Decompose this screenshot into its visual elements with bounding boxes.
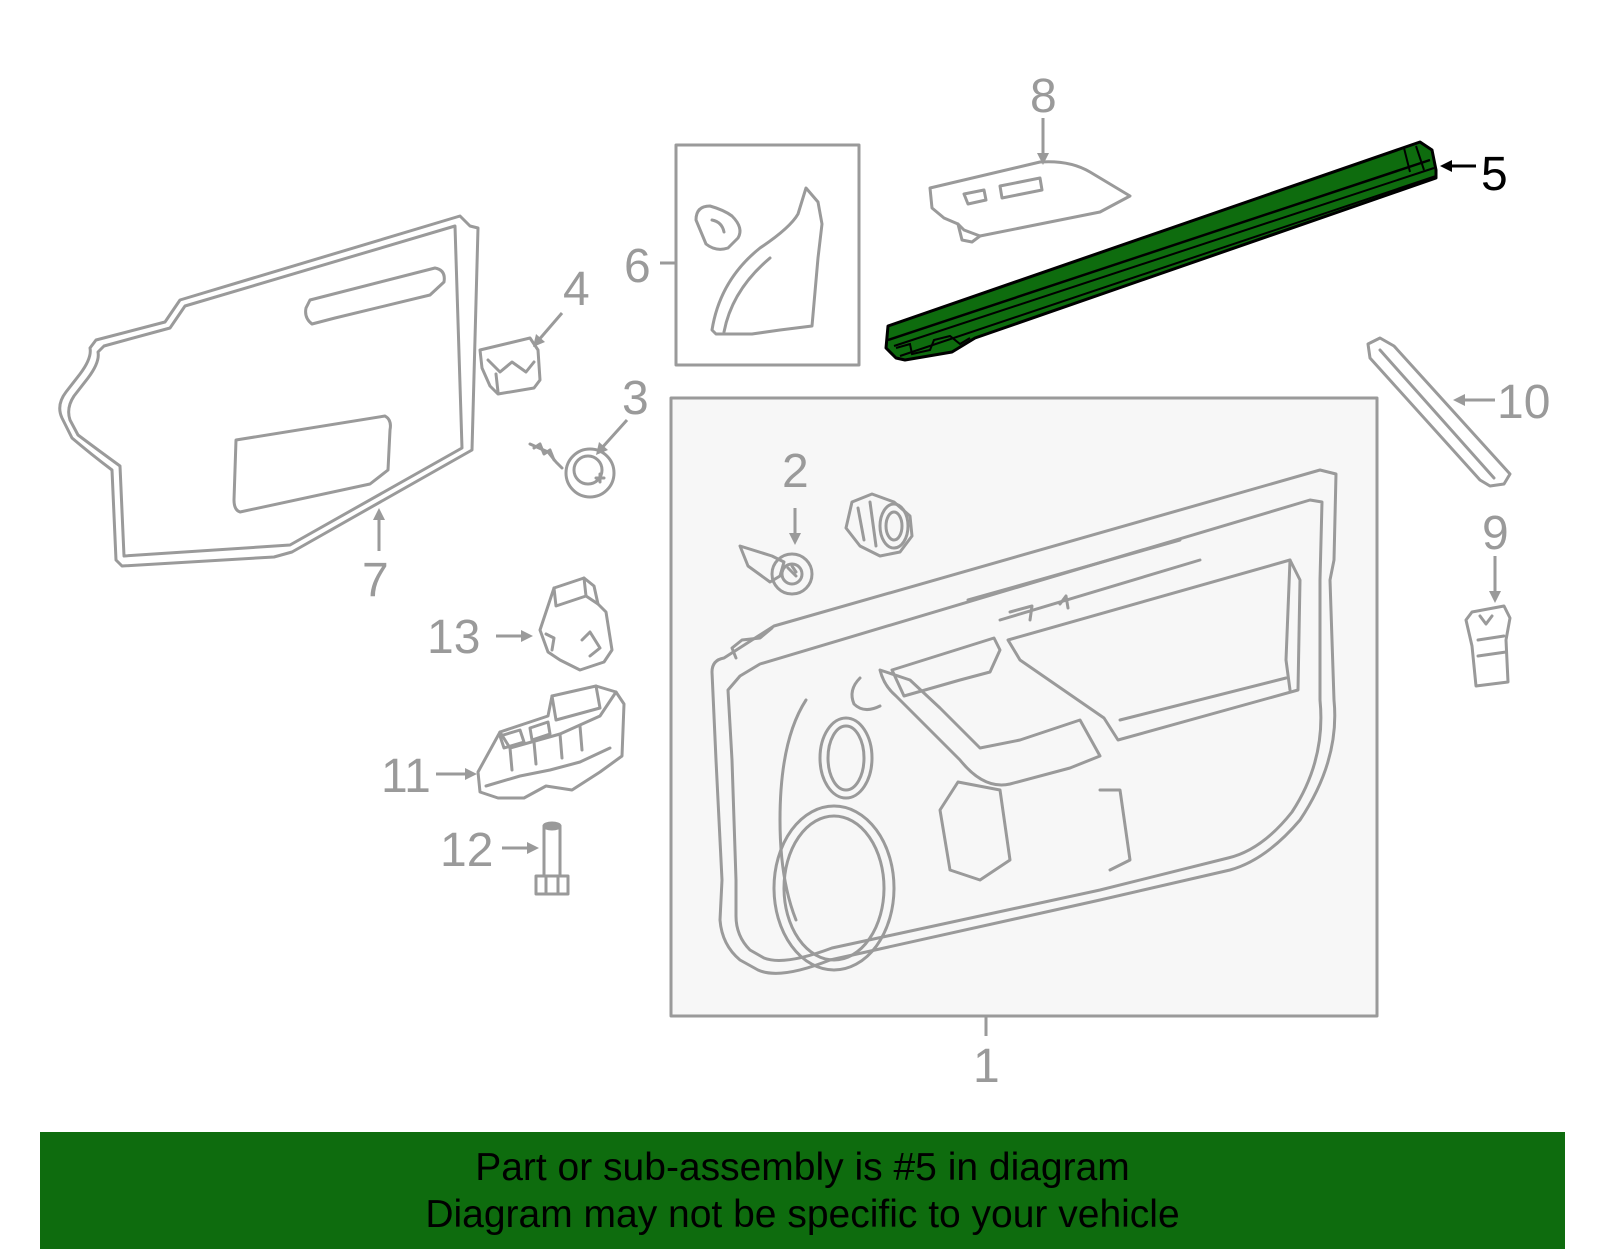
callout-1: 1	[973, 1040, 1000, 1093]
callout-7: 7	[362, 554, 389, 607]
callout-2: 2	[782, 445, 809, 498]
arrowhead-4	[533, 334, 545, 347]
arrowhead-8	[1037, 153, 1049, 165]
callout-4: 4	[563, 263, 590, 316]
part-4-clip[interactable]	[478, 336, 542, 396]
part-13-switch[interactable]	[538, 576, 614, 672]
part-7-door-trim-panel[interactable]	[58, 214, 480, 568]
part-12-bolt[interactable]	[534, 821, 570, 896]
part-2-speaker-clip[interactable]	[738, 492, 914, 596]
leader-4	[535, 312, 564, 343]
leader-3	[598, 418, 629, 452]
callout-9: 9	[1482, 507, 1509, 560]
arrowhead-12	[527, 842, 539, 854]
callout-10: 10	[1497, 376, 1550, 429]
part-5-weatherstrip[interactable]	[884, 140, 1438, 362]
arrowhead-9	[1489, 591, 1501, 603]
callout-11: 11	[381, 750, 431, 803]
callout-8: 8	[1030, 70, 1057, 123]
part-1-door-panel-assembly[interactable]	[669, 396, 1379, 1018]
part-10-garnish[interactable]	[1366, 336, 1512, 488]
arrowhead-3	[596, 442, 608, 455]
callout-12: 12	[440, 824, 493, 877]
arrowhead-11	[465, 768, 477, 780]
arrowhead-7	[373, 508, 385, 520]
info-banner: Part or sub-assembly is #5 in diagram Di…	[40, 1132, 1565, 1249]
part-3-screw[interactable]	[528, 442, 616, 499]
arrowhead-5	[1440, 160, 1452, 172]
callout-13: 13	[427, 611, 480, 664]
arrowhead-2	[789, 533, 801, 545]
banner-line-part: Part or sub-assembly is #5 in diagram	[475, 1146, 1130, 1189]
arrowhead-10	[1453, 394, 1465, 406]
part-6-cover-box[interactable]	[674, 143, 861, 367]
callout-6: 6	[624, 240, 651, 293]
part-11-master-switch[interactable]	[476, 684, 626, 800]
callout-3: 3	[622, 372, 649, 425]
part-8-switch-bezel[interactable]	[928, 160, 1132, 244]
banner-line-disclaimer: Diagram may not be specific to your vehi…	[425, 1193, 1180, 1236]
callout-5: 5	[1481, 148, 1508, 201]
part-9-clip[interactable]	[1464, 604, 1512, 688]
arrowhead-13	[521, 630, 533, 642]
